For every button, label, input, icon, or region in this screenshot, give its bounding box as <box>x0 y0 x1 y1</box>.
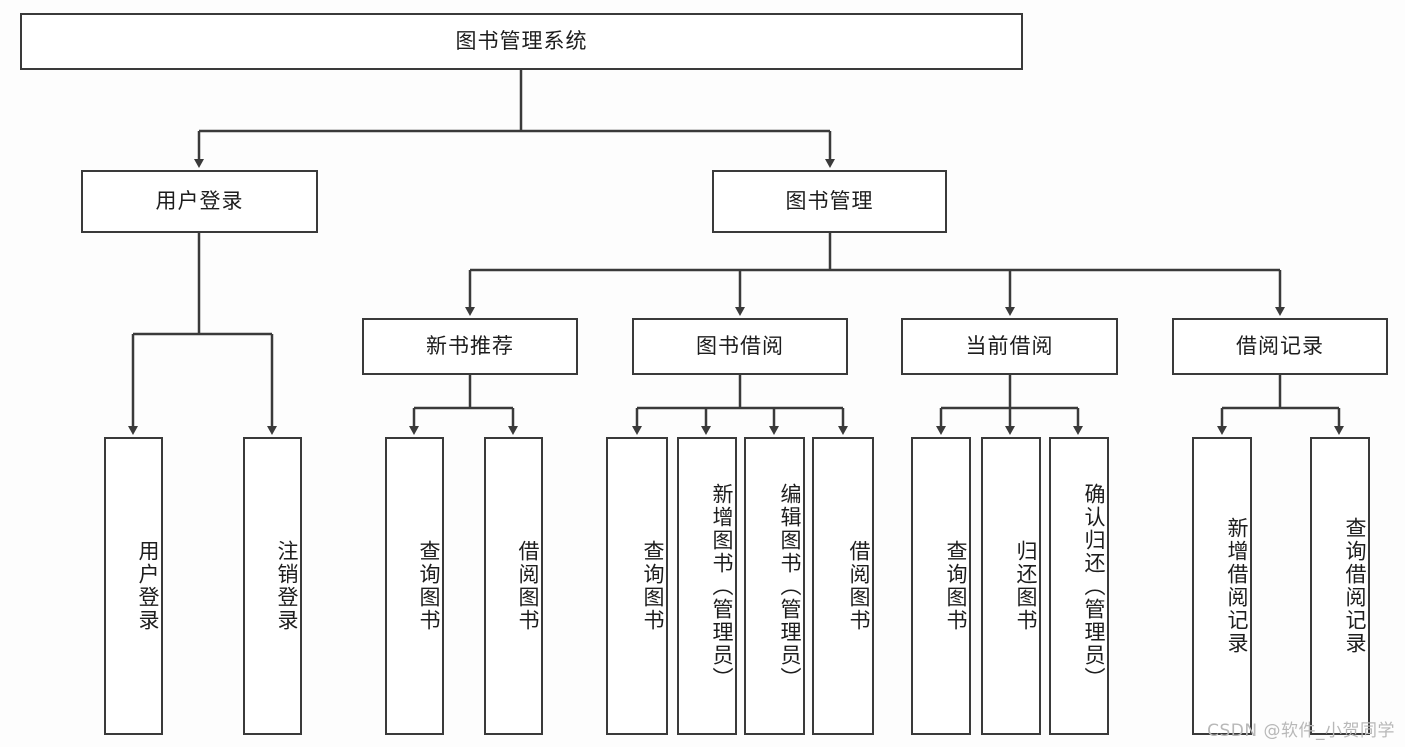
node-current-borrow[interactable]: 当前借阅 <box>901 318 1118 375</box>
node-book-manage[interactable]: 图书管理 <box>712 170 947 233</box>
leaf-confirm-return-admin[interactable]: 确认归还（管理员） <box>1049 437 1109 735</box>
leaf-query-book-borrow-label: 查询图书 <box>641 540 665 632</box>
node-borrow-record[interactable]: 借阅记录 <box>1172 318 1388 375</box>
leaf-logout-label: 注销登录 <box>275 540 299 632</box>
leaf-confirm-return-admin-label: 确认归还（管理员） <box>1082 482 1106 690</box>
node-book-borrow-label: 图书借阅 <box>696 334 784 359</box>
node-new-book-recommend-label: 新书推荐 <box>426 334 514 359</box>
node-new-book-recommend[interactable]: 新书推荐 <box>362 318 578 375</box>
node-user-login-label: 用户登录 <box>155 189 244 214</box>
leaf-user-login[interactable]: 用户登录 <box>104 437 163 735</box>
node-root-label: 图书管理系统 <box>455 29 588 54</box>
leaf-return-book[interactable]: 归还图书 <box>981 437 1041 735</box>
node-borrow-record-label: 借阅记录 <box>1236 334 1324 359</box>
leaf-add-borrow-record-label: 新增借阅记录 <box>1225 517 1249 655</box>
leaf-user-login-label: 用户登录 <box>136 540 160 632</box>
leaf-add-book-admin-label: 新增图书（管理员） <box>710 482 734 690</box>
leaf-borrow-book-recommend-label: 借阅图书 <box>516 540 540 632</box>
node-user-login[interactable]: 用户登录 <box>81 170 318 233</box>
leaf-add-book-admin[interactable]: 新增图书（管理员） <box>677 437 737 735</box>
leaf-return-book-label: 归还图书 <box>1014 540 1038 632</box>
leaf-query-book-borrow[interactable]: 查询图书 <box>606 437 668 735</box>
leaf-logout[interactable]: 注销登录 <box>243 437 302 735</box>
leaf-borrow-book-borrow[interactable]: 借阅图书 <box>812 437 874 735</box>
node-current-borrow-label: 当前借阅 <box>965 334 1054 359</box>
leaf-query-book-current-label: 查询图书 <box>944 540 968 632</box>
leaf-query-book-recommend-label: 查询图书 <box>417 540 441 632</box>
leaf-edit-book-admin[interactable]: 编辑图书（管理员） <box>744 437 805 735</box>
leaf-query-book-recommend[interactable]: 查询图书 <box>385 437 444 735</box>
leaf-query-borrow-record[interactable]: 查询借阅记录 <box>1310 437 1370 735</box>
leaf-query-borrow-record-label: 查询借阅记录 <box>1343 517 1367 655</box>
csdn-watermark: CSDN @软件_小贺同学 <box>1207 721 1395 741</box>
node-book-borrow[interactable]: 图书借阅 <box>632 318 848 375</box>
node-root[interactable]: 图书管理系统 <box>20 13 1023 70</box>
leaf-edit-book-admin-label: 编辑图书（管理员） <box>778 482 802 690</box>
node-book-manage-label: 图书管理 <box>785 189 874 214</box>
leaf-borrow-book-recommend[interactable]: 借阅图书 <box>484 437 543 735</box>
leaf-add-borrow-record[interactable]: 新增借阅记录 <box>1192 437 1252 735</box>
leaf-borrow-book-borrow-label: 借阅图书 <box>847 540 871 632</box>
leaf-query-book-current[interactable]: 查询图书 <box>911 437 971 735</box>
